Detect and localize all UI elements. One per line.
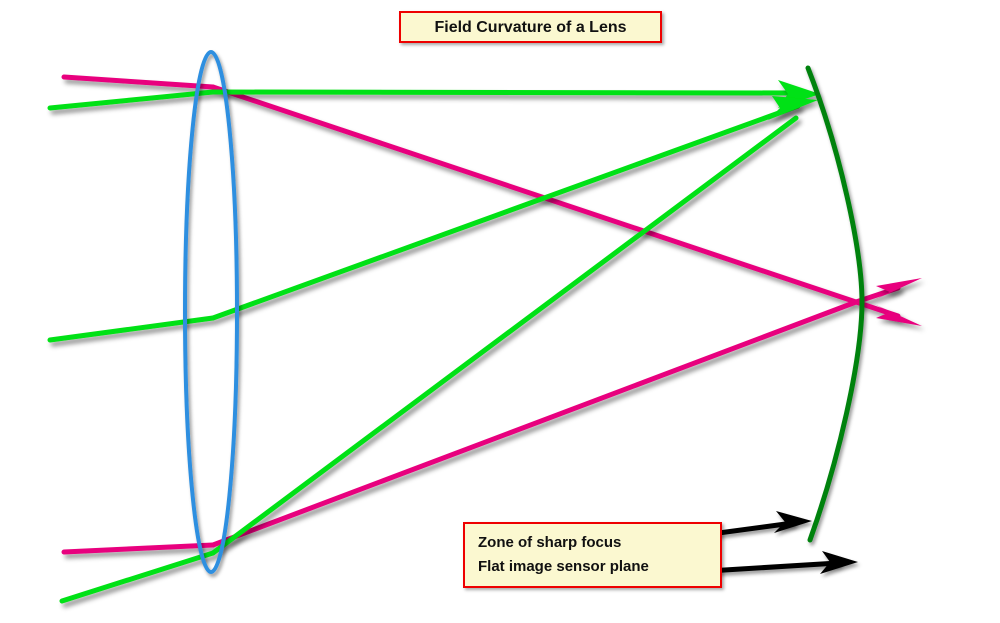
- legend-label-box: Zone of sharp focus Flat image sensor pl…: [463, 522, 722, 588]
- green-ray-upper-incoming: [47, 89, 216, 111]
- green-ray-lower-incoming: [47, 315, 216, 343]
- legend-item-zone-of-sharp-focus: Zone of sharp focus: [478, 534, 622, 551]
- lens-ellipse: [183, 50, 239, 574]
- magenta-ray-upper-refracted: [210, 84, 859, 305]
- green-ray-marginal-refracted: [210, 115, 799, 556]
- magenta-ray-lower-refracted: [210, 299, 859, 548]
- magenta-arrowhead-lower: [874, 304, 922, 326]
- magenta-ray-upper-incoming: [61, 74, 216, 90]
- green-ray-marginal-incoming: [59, 550, 216, 604]
- callout-arrowhead-sensor-plane: [820, 551, 858, 574]
- title-label-box: Field Curvature of a Lens: [399, 11, 662, 43]
- legend-item-flat-image-sensor-plane: Flat image sensor plane: [478, 558, 649, 575]
- callout-arrowhead-focus-zone: [774, 511, 812, 533]
- magenta-arrowhead-upper: [874, 278, 922, 300]
- green-arrowhead-lower: [768, 96, 818, 120]
- green-ray-lower-refracted: [210, 103, 801, 321]
- magenta-ray-lower-incoming: [61, 542, 216, 555]
- green-ray-upper-refracted: [210, 89, 803, 96]
- page-title: Field Curvature of a Lens: [434, 19, 627, 36]
